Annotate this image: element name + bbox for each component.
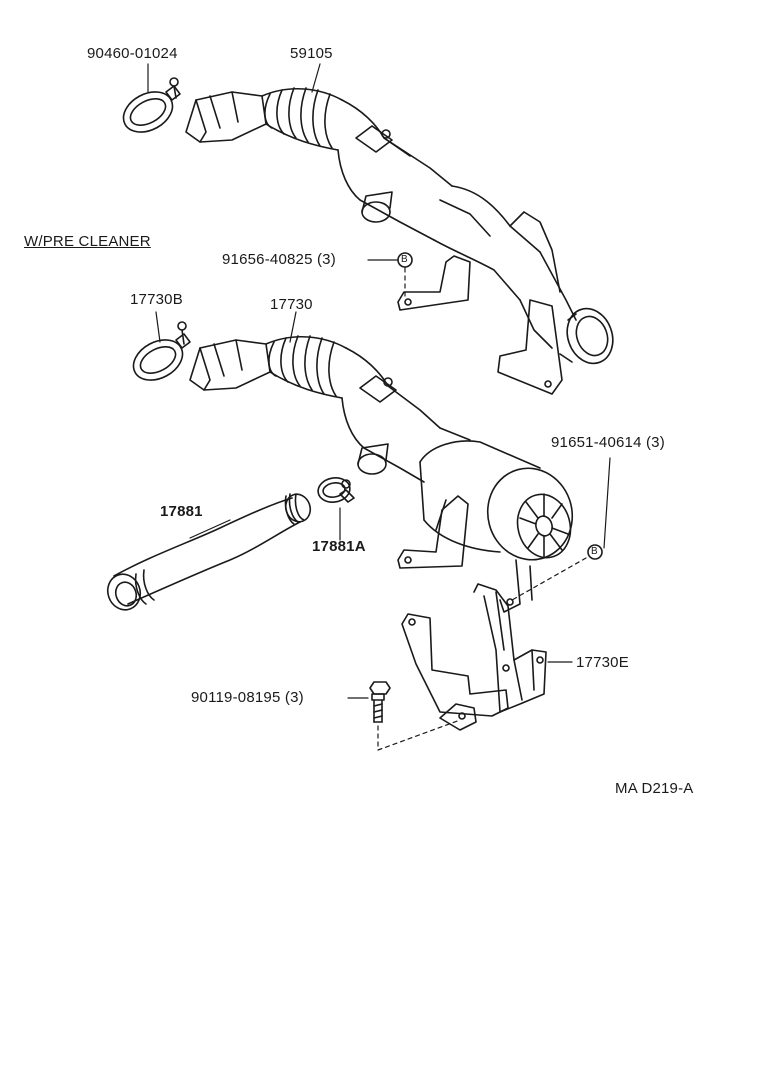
clamp-mid-drawing	[132, 321, 191, 381]
section-heading-pre-cleaner: W/PRE CLEANER	[24, 233, 151, 250]
part-number-hose-lower: 17881	[160, 503, 203, 520]
bracket-17730E-drawing	[401, 559, 547, 731]
part-number-intake-hose-top: 59105	[290, 45, 333, 62]
leader-lines-top	[147, 63, 406, 299]
leader-lines-lower	[155, 311, 611, 751]
grommet-right-marker	[587, 544, 603, 560]
intake-hose-mid-drawing	[189, 335, 574, 569]
part-number-bolt: 90119-08195 (3)	[191, 689, 304, 706]
grommet-top-marker	[397, 252, 413, 268]
part-number-grommet-right: 91651-40614 (3)	[551, 434, 665, 451]
part-number-clamp-mid: 17730B	[130, 291, 183, 308]
grommet-top-mark: B	[401, 254, 408, 265]
intake-hose-top-drawing	[185, 87, 614, 395]
clamp-top-drawing	[122, 77, 181, 133]
hose-lower-drawing	[106, 493, 312, 611]
part-number-clamp-top: 90460-01024	[87, 45, 178, 62]
bolt-drawing	[369, 681, 391, 723]
part-number-grommet-top: 91656-40825 (3)	[222, 251, 336, 268]
grommet-right-mark: B	[591, 546, 598, 557]
part-number-clamp-lower: 17881A	[312, 538, 366, 555]
part-number-bracket: 17730E	[576, 654, 629, 671]
drawing-code: MA D219-A	[615, 780, 694, 797]
clamp-lower-drawing	[317, 477, 355, 503]
part-number-intake-hose-mid: 17730	[270, 296, 313, 313]
